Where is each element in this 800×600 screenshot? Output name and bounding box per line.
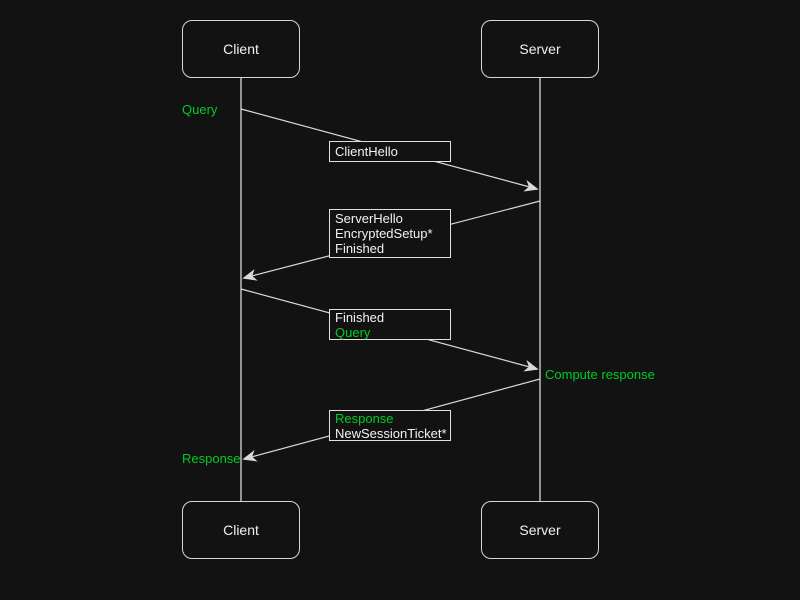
annotation-compute-response: Compute response xyxy=(545,367,655,382)
actor-server-label: Server xyxy=(519,41,561,57)
message-text: Finished xyxy=(335,241,385,256)
message-label-finished-query: Finished Query xyxy=(329,309,451,340)
actor-server-top: Server xyxy=(481,20,599,78)
message-text: NewSessionTicket* xyxy=(335,425,447,441)
actor-client-label: Client xyxy=(223,41,259,57)
annotation-query: Query xyxy=(182,102,218,117)
message-text: Finished xyxy=(335,309,385,325)
message-label-client-hello: ClientHello xyxy=(329,141,451,162)
message-text-green: Query xyxy=(335,324,371,340)
message-text: ServerHello xyxy=(335,211,403,226)
message-label-response-ticket: Response NewSessionTicket* xyxy=(329,410,451,441)
actor-client-label: Client xyxy=(223,522,259,538)
actor-server-label: Server xyxy=(519,522,561,538)
message-text: EncryptedSetup* xyxy=(335,226,433,241)
message-text: ClientHello xyxy=(335,144,398,159)
actor-client-top: Client xyxy=(182,20,300,78)
actor-server-bottom: Server xyxy=(481,501,599,559)
message-text-green: Response xyxy=(335,410,394,426)
message-label-server-hello: ServerHello EncryptedSetup* Finished xyxy=(329,209,451,258)
annotation-response: Response xyxy=(182,451,241,466)
actor-client-bottom: Client xyxy=(182,501,300,559)
